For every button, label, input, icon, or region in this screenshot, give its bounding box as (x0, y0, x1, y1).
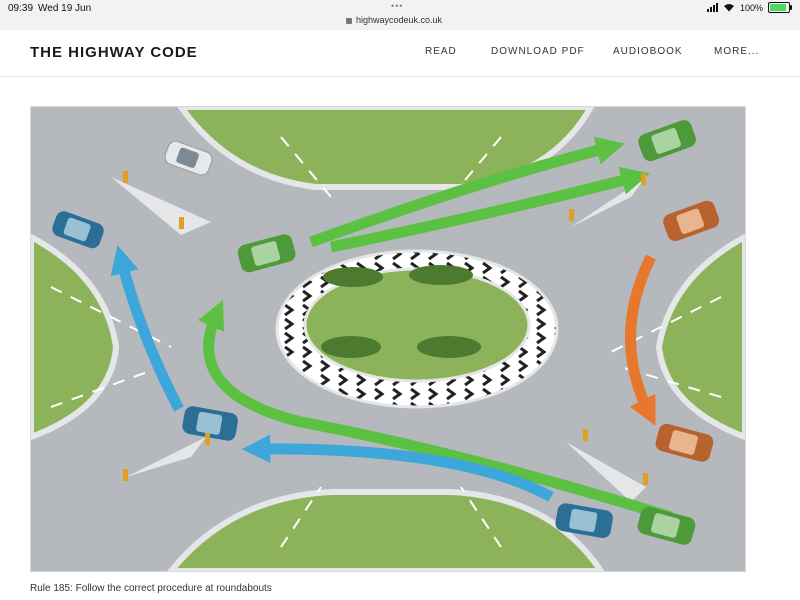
car-blue-bottom (555, 503, 613, 539)
tab-dots-icon[interactable]: ••• (391, 1, 404, 11)
nav-download-pdf[interactable]: DOWNLOAD PDF (491, 46, 585, 57)
roundabout-illustration (30, 106, 746, 572)
car-green-bottom (637, 506, 696, 545)
wifi-icon (723, 4, 734, 12)
site-header: THE HIGHWAY CODE READ DOWNLOAD PDF AUDIO… (0, 30, 800, 77)
arrow-green-long (198, 299, 673, 523)
traffic-island (566, 442, 646, 502)
flower-bed (321, 336, 381, 358)
site-title[interactable]: THE HIGHWAY CODE (30, 44, 198, 61)
car-green-roundabout (237, 234, 296, 273)
figure-caption: Rule 185: Follow the correct procedure a… (30, 583, 272, 594)
arrow-blue-left (110, 245, 184, 412)
battery-fill (770, 4, 786, 11)
car-blue-left (52, 211, 104, 249)
flower-bed (417, 336, 481, 358)
nav-read[interactable]: READ (425, 46, 457, 57)
status-indicators: 100% (706, 2, 792, 13)
car-blue-mid-left (182, 406, 238, 441)
arrow-orange (625, 254, 656, 426)
status-bar: 09:39 Wed 19 Jun ••• highwaycodeuk.co.uk… (0, 0, 800, 30)
address-bar[interactable]: highwaycodeuk.co.uk (346, 15, 442, 25)
battery-percent: 100% (739, 2, 763, 13)
traffic-island (126, 437, 206, 477)
arrow-blue-bottom (241, 434, 554, 502)
roundabout-centre (303, 267, 531, 383)
car-orange-right (655, 423, 714, 462)
car-white (164, 140, 213, 176)
nav-more[interactable]: MORE... (714, 46, 760, 57)
arrow-green-upper (309, 136, 625, 248)
lock-icon (346, 17, 352, 24)
nav-audiobook[interactable]: AUDIOBOOK (613, 46, 683, 57)
car-green-top-right (638, 120, 696, 162)
signal-icon (706, 3, 718, 12)
url-text: highwaycodeuk.co.uk (356, 15, 443, 25)
bollards (123, 171, 648, 485)
battery-icon (768, 2, 792, 13)
grass-bottom (167, 489, 605, 571)
grass-right (655, 233, 745, 441)
roundabout-drawing (31, 107, 745, 571)
status-time: 09:39 (8, 3, 34, 14)
flower-bed (323, 267, 383, 287)
traffic-island (111, 177, 211, 235)
car-orange-top (663, 200, 720, 242)
status-date: Wed 19 Jun (38, 3, 92, 14)
flower-bed (409, 265, 473, 285)
arrow-green-lower (329, 166, 650, 253)
